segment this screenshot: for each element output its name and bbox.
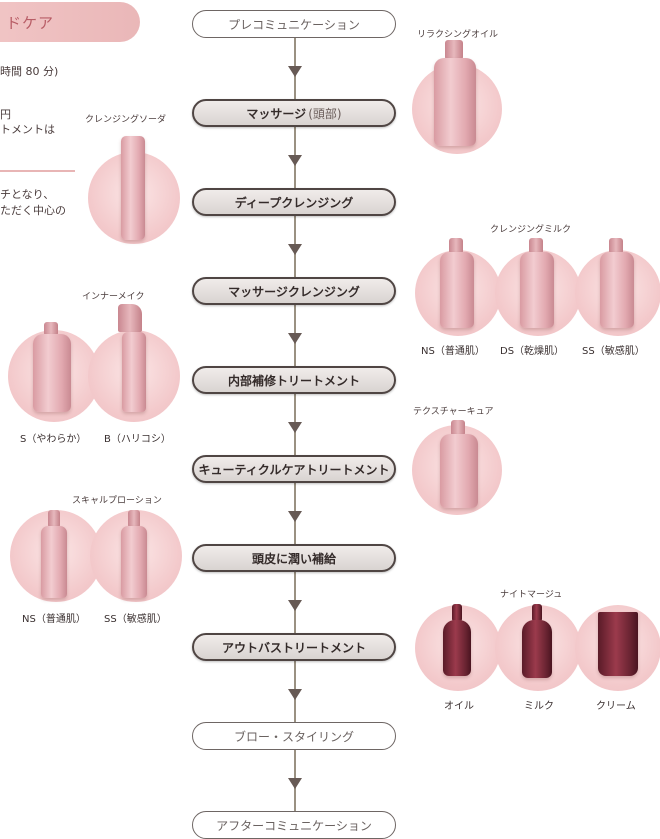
night-marge-cream-tube-icon — [598, 612, 638, 676]
product-label-relaxing-oil: リラクシングオイル — [417, 27, 498, 40]
step-label: キューティクルケアトリートメント — [199, 461, 390, 478]
variant-caption: ミルク — [524, 697, 554, 712]
step-label: ブロー・スタイリング — [234, 728, 354, 745]
cleansing-soda-can-icon — [121, 136, 145, 240]
night-marge-milk-bottle-icon — [522, 620, 552, 678]
course-time-text: 時間 80 分) — [0, 64, 58, 80]
flow-arrow — [288, 511, 302, 522]
price-text-line1: 円 — [0, 107, 11, 123]
product-label-cleansing-milk: クレンジングミルク — [490, 222, 571, 235]
step-label: マッサージクレンジング — [228, 283, 360, 300]
section-title-banner: ドケア — [0, 2, 140, 42]
product-label-cleansing-soda: クレンジングソーダ — [85, 112, 166, 125]
step-inner-repair-treatment: 内部補修トリートメント — [192, 366, 396, 394]
divider — [0, 170, 75, 172]
step-deep-cleansing: ディープクレンジング — [192, 188, 396, 216]
step-label: マッサージ — [246, 105, 306, 122]
scalp-lotion-ss-bottle-icon — [121, 526, 147, 598]
texture-cure-bottle-icon — [440, 434, 478, 508]
step-massage: マッサージ(頭部) — [192, 99, 396, 127]
cleansing-milk-ss-bottle-icon — [600, 252, 634, 328]
variant-caption: NS（普通肌） — [421, 342, 485, 357]
pump-icon — [445, 40, 463, 60]
cleansing-milk-ns-bottle-icon — [440, 252, 474, 328]
step-label: ディープクレンジング — [235, 194, 353, 211]
variant-caption: SS（敏感肌） — [582, 342, 645, 357]
flow-arrow — [288, 333, 302, 344]
variant-caption: B（ハリコシ） — [104, 430, 171, 445]
variant-caption: NS（普通肌） — [22, 610, 86, 625]
price-text-line2: トメントは — [0, 122, 55, 138]
step-label: 頭皮に潤い補給 — [252, 550, 336, 567]
variant-caption: DS（乾燥肌） — [500, 342, 564, 357]
step-after-communication: アフターコミュニケーション — [192, 811, 396, 839]
spray-trigger-icon — [118, 304, 142, 332]
flow-arrow — [288, 689, 302, 700]
step-label: 内部補修トリートメント — [228, 372, 360, 389]
step-scalp-moisture: 頭皮に潤い補給 — [192, 544, 396, 572]
step-sub-label: (頭部) — [308, 105, 341, 122]
step-massage-cleansing: マッサージクレンジング — [192, 277, 396, 305]
note-text-line1: チとなり、 — [0, 187, 54, 203]
flow-arrow — [288, 244, 302, 255]
step-label: プレコミュニケーション — [228, 16, 360, 33]
flow-arrow — [288, 155, 302, 166]
step-pre-communication: プレコミュニケーション — [192, 10, 396, 38]
flow-arrow — [288, 600, 302, 611]
night-marge-oil-bottle-icon — [443, 620, 471, 676]
variant-caption: S（やわらか） — [20, 430, 86, 445]
note-text-line2: ただく中心の — [0, 203, 66, 219]
section-title: ドケア — [6, 12, 54, 33]
step-blow-styling: ブロー・スタイリング — [192, 722, 396, 750]
inner-make-s-bottle-icon — [33, 334, 71, 412]
step-label: アフターコミュニケーション — [216, 817, 372, 834]
flow-arrow — [288, 778, 302, 789]
variant-caption: SS（敏感肌） — [104, 610, 167, 625]
inner-make-b-bottle-icon — [122, 332, 146, 412]
product-label-texture-cure: テクスチャーキュア — [413, 404, 493, 417]
cleansing-milk-ds-bottle-icon — [520, 252, 554, 328]
flow-arrow — [288, 422, 302, 433]
flow-arrow — [288, 66, 302, 77]
scalp-lotion-ns-bottle-icon — [41, 526, 67, 598]
product-label-night-marge: ナイトマージュ — [500, 587, 562, 600]
step-cuticle-care-treatment: キューティクルケアトリートメント — [192, 455, 396, 483]
relaxing-oil-bottle-icon — [434, 58, 476, 146]
variant-caption: クリーム — [596, 697, 636, 712]
step-label: アウトバストリートメント — [222, 639, 366, 656]
product-label-inner-make: インナーメイク — [82, 289, 144, 302]
variant-caption: オイル — [444, 697, 474, 712]
product-label-scalp-lotion: スキャルプローション — [72, 493, 162, 506]
step-outbath-treatment: アウトバストリートメント — [192, 633, 396, 661]
